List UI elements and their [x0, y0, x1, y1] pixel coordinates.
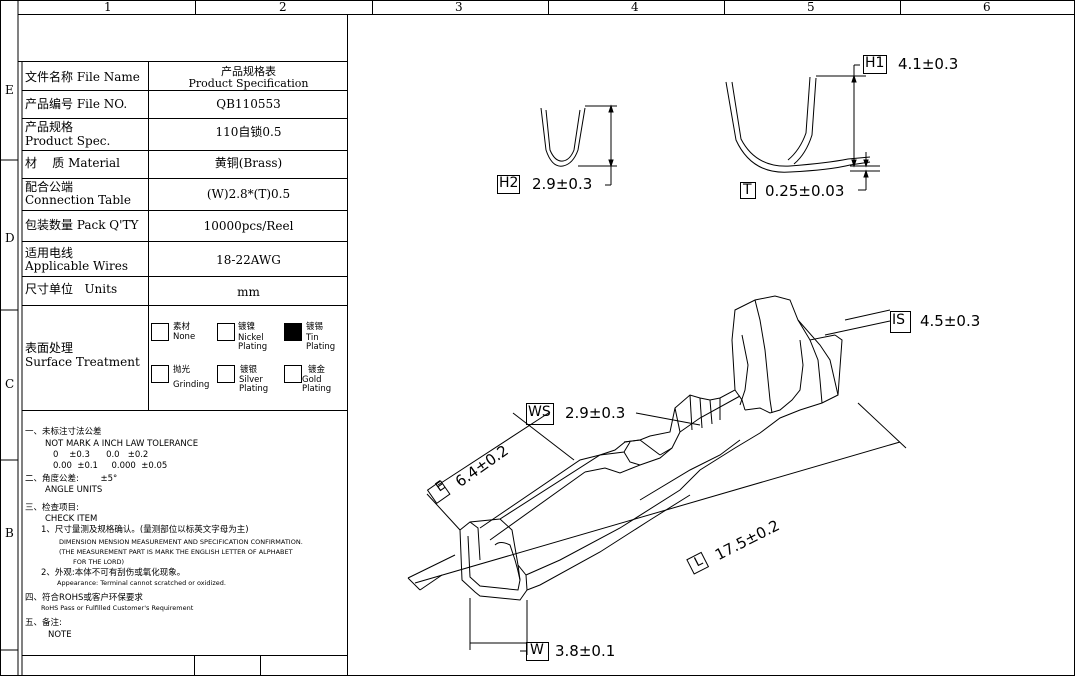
wires-label-cn: 适用电线	[25, 246, 74, 260]
surface-option-grinding-cn: 抛光	[173, 365, 191, 375]
surface-option-grinding-checkbox[interactable]	[151, 365, 169, 383]
surface-option-tin-en: Tin Plating	[306, 333, 336, 352]
zone-column-1: 1	[104, 0, 112, 14]
note-3-item1-a: DIMENSION MENSION MEASUREMENT AND SPECIF…	[59, 538, 303, 546]
note-3-item1: 1、尺寸量测及规格确认。(量测部位以标英文字母为主)	[41, 525, 249, 535]
note-1-row2: 0.00 ±0.1 0.000 ±0.05	[53, 461, 168, 471]
note-3-sub: CHECK ITEM	[45, 514, 98, 524]
surface-label-cn: 表面处理	[25, 341, 74, 355]
surface-option-none-checkbox[interactable]	[151, 323, 169, 341]
note-4-title: 四、符合ROHS或客户环保要求	[25, 593, 143, 603]
large-profile-view	[725, 64, 880, 191]
note-3-item1-b: (THE MEASUREMENT PART IS MARK THE ENGLIS…	[59, 548, 293, 556]
material-value: 黄铜(Brass)	[214, 156, 283, 170]
dim-h1-value: 4.1±0.3	[898, 55, 959, 73]
surface-option-gold-en: Gold Plating	[302, 375, 332, 394]
note-5-title: 五、备注:	[25, 618, 62, 628]
connection-label-cn: 配合公端	[25, 180, 74, 194]
surface-option-none-cn: 素材	[173, 322, 191, 332]
pack-qty-label: 包装数量 Pack Q'TY	[25, 218, 139, 232]
surface-option-silver-cn: 镀银	[240, 365, 258, 375]
connection-value: (W)2.8*(T)0.5	[206, 187, 291, 201]
surface-option-silver-checkbox[interactable]	[217, 365, 235, 383]
surface-option-nickel-cn: 镀镍	[238, 322, 256, 332]
dim-w-tag: W	[530, 642, 544, 658]
material-label: 材 质 Material	[25, 156, 121, 170]
note-4-sub: RoHS Pass or Fulfilled Customer's Requir…	[41, 604, 194, 612]
terminal-drawing	[407, 55, 911, 661]
zone-row-B: B	[5, 526, 14, 540]
small-profile-view	[540, 104, 617, 186]
dim-t-tag: T	[743, 182, 752, 198]
dim-ws-tag: WS	[528, 404, 551, 420]
connection-label-en: Connection Table	[25, 193, 131, 207]
note-3-title: 三、检查项目:	[25, 503, 79, 513]
product-spec-value: 110自锁0.5	[215, 125, 282, 139]
units-label: 尺寸单位 Units	[25, 282, 118, 296]
surface-label-en: Surface Treatment	[25, 355, 140, 369]
dim-h2-tag: H2	[499, 175, 519, 191]
zone-column-2: 2	[279, 0, 287, 14]
zone-column-6: 6	[983, 0, 991, 14]
product-spec-label-cn: 产品规格	[25, 120, 74, 134]
note-3-item2-a: Appearance: Terminal cannot scratched or…	[57, 579, 226, 587]
note-3-item2: 2、外观:本体不可有刮伤或氧化现象。	[41, 568, 186, 578]
units-value: mm	[237, 285, 260, 299]
wires-value: 18-22AWG	[216, 253, 281, 267]
dim-h1-tag: H1	[865, 55, 885, 71]
dim-ws-value: 2.9±0.3	[565, 404, 626, 422]
surface-option-nickel-en: Nickel Plating	[238, 333, 268, 352]
pack-qty-value: 10000pcs/Reel	[203, 219, 294, 233]
file-no-label: 产品编号 File NO.	[25, 97, 128, 111]
zone-row-D: D	[5, 231, 15, 245]
note-1-row1: 0 ±0.3 0.0 ±0.2	[53, 450, 149, 460]
file-name-value-cn: 产品规格表	[221, 65, 276, 78]
surface-option-none-en: None	[173, 332, 196, 342]
dim-is-tag: IS	[892, 312, 906, 328]
zone-column-3: 3	[455, 0, 463, 14]
note-1-title: 一、未标注寸法公差	[25, 427, 102, 437]
zone-column-4: 4	[631, 0, 639, 14]
zone-row-C: C	[5, 377, 15, 391]
file-no-value: QB110553	[216, 97, 281, 111]
dim-w-value: 3.8±0.1	[555, 642, 616, 660]
note-5-sub: NOTE	[48, 630, 72, 640]
isometric-terminal-view	[407, 295, 907, 655]
zone-row-E: E	[5, 83, 14, 97]
dim-is-value: 4.5±0.3	[920, 312, 981, 330]
surface-option-tin-checkbox[interactable]	[284, 323, 302, 341]
wires-label-en: Applicable Wires	[25, 259, 128, 273]
zone-column-5: 5	[807, 0, 815, 14]
file-name-label: 文件名称 File Name	[25, 70, 140, 84]
dim-h2-value: 2.9±0.3	[532, 175, 593, 193]
file-name-value-en: Product Specification	[188, 77, 309, 90]
dim-t-value: 0.25±0.03	[765, 182, 845, 200]
note-1-sub: NOT MARK A INCH LAW TOLERANCE	[45, 439, 199, 449]
surface-option-nickel-checkbox[interactable]	[217, 323, 235, 341]
note-2-sub: ANGLE UNITS	[45, 485, 103, 495]
surface-option-tin-cn: 镀锡	[306, 322, 324, 332]
surface-option-gold-checkbox[interactable]	[284, 365, 302, 383]
note-2-title: 二、角度公差: ±5°	[25, 474, 118, 484]
note-3-item1-c: FOR THE LORD)	[73, 558, 125, 566]
surface-option-gold-cn: 镀金	[308, 365, 326, 375]
surface-option-silver-en: Silver Plating	[239, 375, 269, 394]
surface-option-grinding-en: Grinding	[173, 380, 210, 390]
product-spec-label-en: Product Spec.	[25, 134, 111, 148]
